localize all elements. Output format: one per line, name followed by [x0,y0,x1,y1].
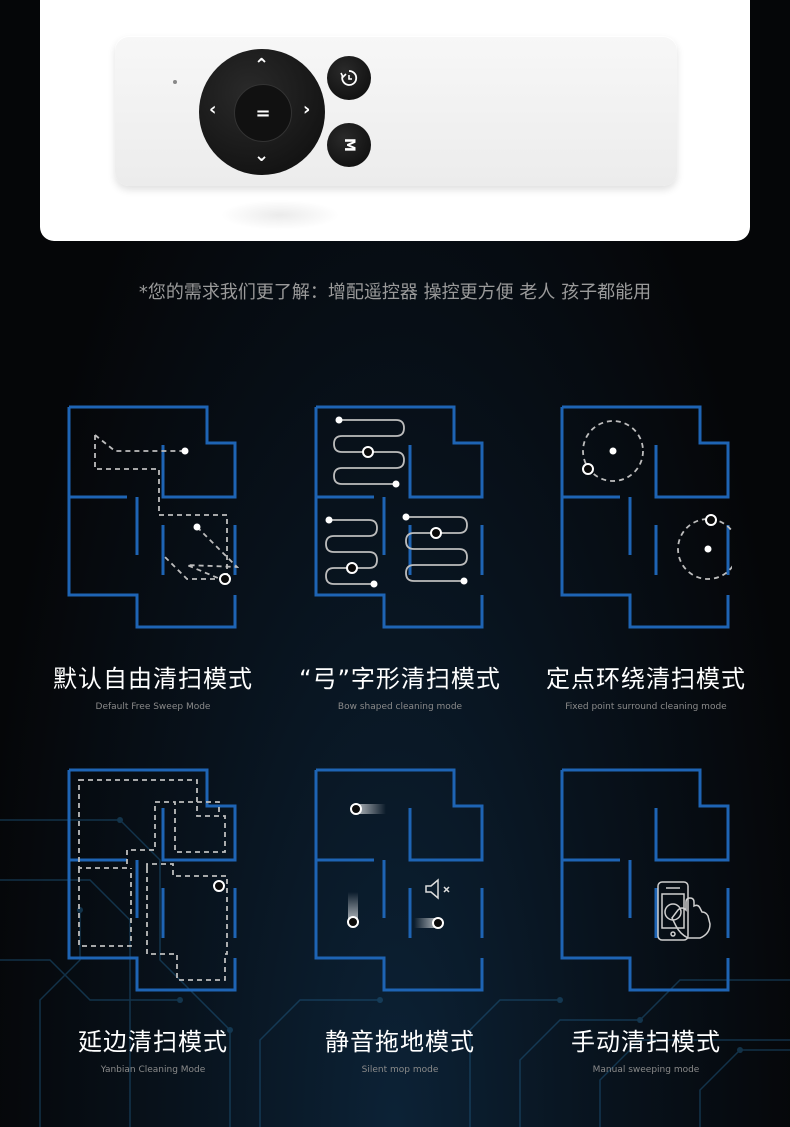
remote-control-card: ⌃ ⌄ ‹ › = M [40,0,750,241]
mode-title: 手动清扫模式 [571,1028,721,1056]
mode-card-spot-circle: 定点环绕清扫模式 Fixed point surround cleaning m… [531,405,761,712]
mute-speaker-icon [425,878,450,900]
mode-title: 默认自由清扫模式 [53,665,253,693]
phone-hand-icon [657,881,711,941]
mode-card-manual: 手动清扫模式 Manual sweeping mode [531,768,761,1075]
dpad-center-button: = [234,84,292,142]
mode-subtitle: Fixed point surround cleaning mode [565,702,727,712]
floorplan-free-sweep-icon [67,405,239,629]
recharge-button-icon [327,56,371,100]
mode-title: 定点环绕清扫模式 [546,665,746,693]
mode-subtitle: Yanbian Cleaning Mode [100,1065,206,1075]
floorplan-edge-path-icon [67,768,237,992]
remote-dpad: ⌃ ⌄ ‹ › = [199,49,325,175]
mode-title: 延边清扫模式 [78,1028,228,1056]
mode-card-silent-mop: 静音拖地模式 Silent mop mode [285,768,515,1075]
dpad-right-icon: › [303,99,311,120]
mode-m-label: M [341,138,357,152]
feature-tagline: *您的需求我们更了解：增配遥控器 操控更方便 老人 孩子都能用 [138,282,652,303]
ir-sensor-dot [173,80,177,84]
floorplan-silent-mop-icon [314,768,484,992]
mode-title: 静音拖地模式 [325,1028,475,1056]
remote-control-image: ⌃ ⌄ ‹ › = M [115,36,677,186]
dpad-up-icon: ⌃ [254,55,270,76]
floorplan-spot-circle-icon [560,405,732,629]
return-home-icon [340,70,358,86]
mode-card-edge-path: 延边清扫模式 Yanbian Cleaning Mode [38,768,268,1075]
floorplan-manual-phone-icon [560,768,730,992]
dpad-left-icon: ‹ [209,99,217,120]
floorplan-bow-path-icon [314,405,484,629]
mode-subtitle: Manual sweeping mode [592,1065,700,1075]
mode-subtitle: Silent mop mode [361,1065,439,1075]
circuit-background-decoration [0,817,790,1127]
mode-subtitle: Bow shaped cleaning mode [337,702,463,712]
mode-subtitle: Default Free Sweep Mode [95,702,211,712]
dpad-down-icon: ⌄ [254,145,270,166]
mode-card-free-sweep: 默认自由清扫模式 Default Free Sweep Mode [38,405,268,712]
remote-reflection [220,200,340,230]
mode-title: “弓”字形清扫模式 [299,665,501,693]
mode-m-button: M [327,123,371,167]
mode-card-bow-path: “弓”字形清扫模式 Bow shaped cleaning mode [285,405,515,712]
